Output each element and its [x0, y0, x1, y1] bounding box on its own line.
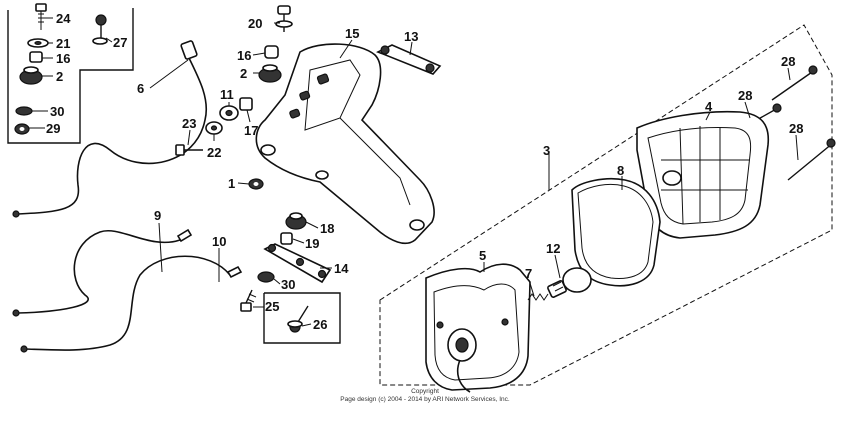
- grommet-2-right: [258, 64, 282, 83]
- callout-9: 9: [154, 208, 161, 223]
- nut-1: [248, 178, 264, 190]
- callout-28-top: 28: [781, 54, 795, 69]
- bolt-24: [35, 3, 47, 30]
- plate-14: [263, 243, 332, 284]
- washer-22: [205, 121, 223, 135]
- callout-23: 23: [182, 116, 196, 131]
- copyright-footer: Copyright Page design (c) 2004 - 2014 by…: [340, 388, 510, 403]
- screw-20: [275, 5, 293, 32]
- grommet-11: [219, 105, 239, 121]
- screw-27: [92, 14, 108, 45]
- screw-26: [287, 305, 309, 333]
- hardware-kit-bracket: [7, 8, 134, 144]
- spacer-17: [239, 97, 253, 111]
- base-5: [425, 263, 531, 393]
- screw-kit-26-bracket: [263, 292, 341, 344]
- callout-28-bottom: 28: [789, 121, 803, 136]
- callout-4: 4: [705, 99, 713, 114]
- callout-19: 19: [305, 236, 319, 251]
- copyright-line-1: Copyright: [411, 388, 439, 395]
- nut-30-left: [15, 106, 33, 116]
- nut-29: [14, 123, 30, 135]
- grommet-18: [285, 212, 307, 230]
- collar-16-left: [29, 51, 43, 63]
- callout-27: 27: [113, 35, 127, 50]
- bulb-12: [547, 267, 592, 298]
- bolt-28-bottom: [787, 138, 836, 181]
- spring-7: [527, 293, 549, 301]
- bolt-23: [175, 144, 203, 156]
- callout-2-right: 2: [240, 66, 247, 81]
- callout-14: 14: [334, 261, 349, 276]
- assembly-box-3: [379, 24, 833, 386]
- grommet-2-left: [19, 66, 43, 85]
- collar-16-right: [264, 45, 279, 59]
- callout-1: 1: [228, 176, 235, 191]
- nut-30-lower: [257, 271, 275, 283]
- callout-12: 12: [546, 241, 560, 256]
- callout-30-left: 30: [50, 104, 64, 119]
- callout-13: 13: [404, 29, 418, 44]
- washer-21: [27, 38, 49, 48]
- callout-30-lower: 30: [281, 277, 295, 292]
- callout-18: 18: [320, 221, 334, 236]
- callout-3: 3: [543, 143, 550, 158]
- callout-20: 20: [248, 16, 262, 31]
- collar-19: [280, 232, 293, 245]
- wire-10: [20, 255, 243, 353]
- callout-7: 7: [525, 266, 532, 281]
- lens-4: [636, 110, 770, 239]
- callout-labels: 24 21 16 2 30 29 27 6 20 16 2 11 17 22 2…: [46, 11, 803, 332]
- callout-17: 17: [244, 123, 258, 138]
- screw-25: [240, 289, 257, 312]
- callout-25: 25: [265, 299, 279, 314]
- callout-8: 8: [617, 163, 624, 178]
- callout-15: 15: [345, 26, 359, 41]
- callout-22: 22: [207, 145, 221, 160]
- bolt-28-top: [771, 65, 818, 101]
- callout-29: 29: [46, 121, 60, 136]
- callout-16-right: 16: [237, 48, 251, 63]
- callout-11: 11: [220, 87, 234, 102]
- callout-24: 24: [56, 11, 71, 26]
- leader-lines: [29, 17, 799, 327]
- copyright-line-2: Page design (c) 2004 - 2014 by ARI Netwo…: [340, 396, 510, 403]
- callout-5: 5: [479, 248, 486, 263]
- callout-6: 6: [137, 81, 144, 96]
- wire-harness-6: [12, 40, 208, 218]
- callout-2-left: 2: [56, 69, 63, 84]
- plate-13: [376, 44, 442, 75]
- wire-9: [12, 228, 193, 317]
- callout-26: 26: [313, 317, 327, 332]
- callout-21: 21: [56, 36, 70, 51]
- callout-16-left: 16: [56, 51, 70, 66]
- callout-10: 10: [212, 234, 226, 249]
- tail-light-bracket-15: [255, 43, 435, 245]
- callout-28-middle: 28: [738, 88, 752, 103]
